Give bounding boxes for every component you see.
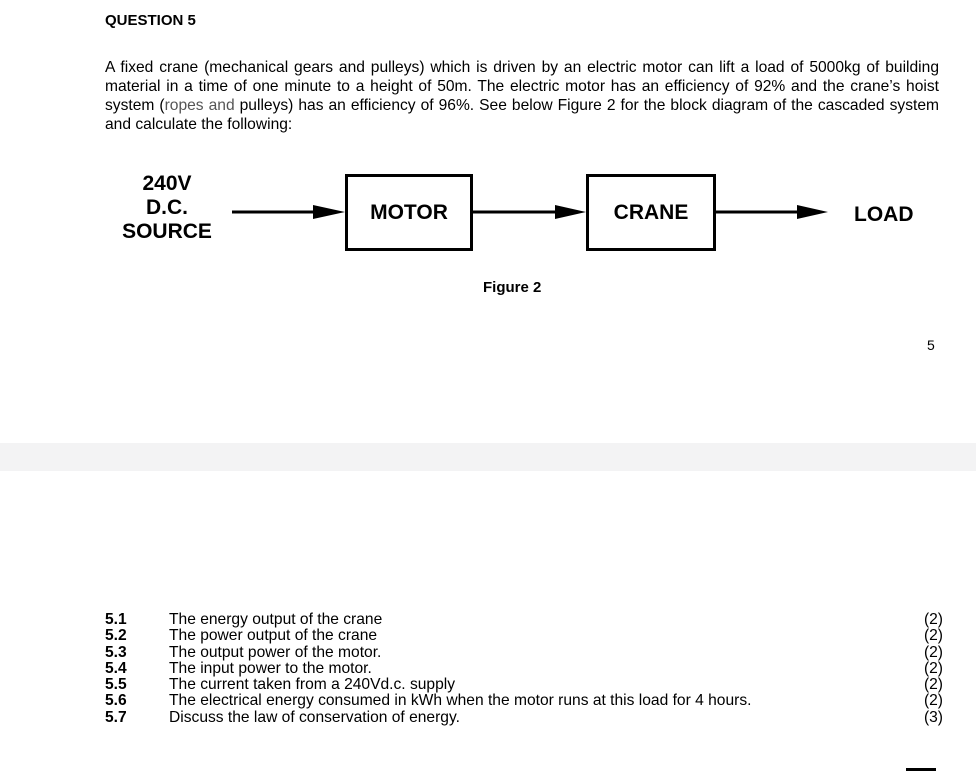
- sub-question-marks: (2): [923, 692, 943, 710]
- sub-question-marks: (2): [923, 643, 943, 661]
- sub-question-number: 5.4: [105, 659, 127, 677]
- sub-question-number: 5.6: [105, 692, 127, 710]
- source-word: SOURCE: [122, 220, 212, 243]
- arrowhead-motor-to-crane: [555, 205, 586, 219]
- sub-question-number: 5.1: [105, 611, 127, 628]
- sub-question-row: 5.2 The power output of the crane (2): [105, 627, 943, 645]
- sub-question-text: The power output of the crane: [169, 627, 378, 645]
- intro-text-part1: A fixed crane (mechanical gears and pull…: [105, 59, 939, 114]
- page-separator: [0, 443, 976, 471]
- sub-question-marks: (2): [923, 627, 943, 645]
- sub-question-text: The current taken from a 240Vd.c. supply: [169, 676, 456, 694]
- sub-question-list: 5.1 The energy output of the crane (2) 5…: [105, 611, 943, 726]
- cut-off-total-marks: [906, 764, 936, 771]
- question-title: QUESTION 5: [105, 12, 196, 29]
- arrowhead-crane-to-load: [797, 205, 828, 219]
- sub-question-number: 5.5: [105, 676, 127, 694]
- sub-question-row: 5.4 The input power to the motor. (2): [105, 659, 943, 677]
- sub-question-number: 5.2: [105, 627, 127, 645]
- sub-question-marks: (2): [923, 611, 943, 628]
- source-voltage: 240V: [142, 172, 192, 195]
- sub-question-marks: (2): [923, 659, 943, 677]
- source-label: 240V D.C. SOURCE: [108, 172, 226, 244]
- page-number: 5: [927, 337, 935, 353]
- intro-text-part2: pulleys) has an efficiency of 96%. See b…: [105, 97, 939, 133]
- sub-question-marks: (3): [923, 708, 943, 726]
- sub-question-text: The output power of the motor.: [169, 643, 382, 661]
- intro-text-grey: ropes and: [164, 97, 235, 114]
- source-type: D.C.: [146, 196, 188, 219]
- load-label: LOAD: [854, 203, 914, 226]
- crane-block: CRANE: [586, 174, 716, 251]
- sub-question-text: The electrical energy consumed in kWh wh…: [169, 692, 752, 710]
- figure-caption: Figure 2: [483, 279, 542, 296]
- sub-question-row: 5.5 The current taken from a 240Vd.c. su…: [105, 676, 943, 694]
- sub-question-number: 5.3: [105, 643, 127, 661]
- sub-question-marks: (2): [923, 676, 943, 694]
- motor-block: MOTOR: [345, 174, 473, 251]
- sub-question-row: 5.1 The energy output of the crane (2): [105, 611, 943, 628]
- sub-question-number: 5.7: [105, 708, 127, 726]
- sub-question-text: Discuss the law of conservation of energ…: [169, 708, 460, 726]
- sub-question-row: 5.6 The electrical energy consumed in kW…: [105, 692, 943, 710]
- sub-question-text: The energy output of the crane: [169, 611, 383, 628]
- sub-question-row: 5.7 Discuss the law of conservation of e…: [105, 708, 943, 726]
- sub-question-text: The input power to the motor.: [169, 659, 372, 677]
- question-intro: A fixed crane (mechanical gears and pull…: [105, 58, 939, 134]
- sub-question-row: 5.3 The output power of the motor. (2): [105, 643, 943, 661]
- arrowhead-source-to-motor: [313, 205, 345, 219]
